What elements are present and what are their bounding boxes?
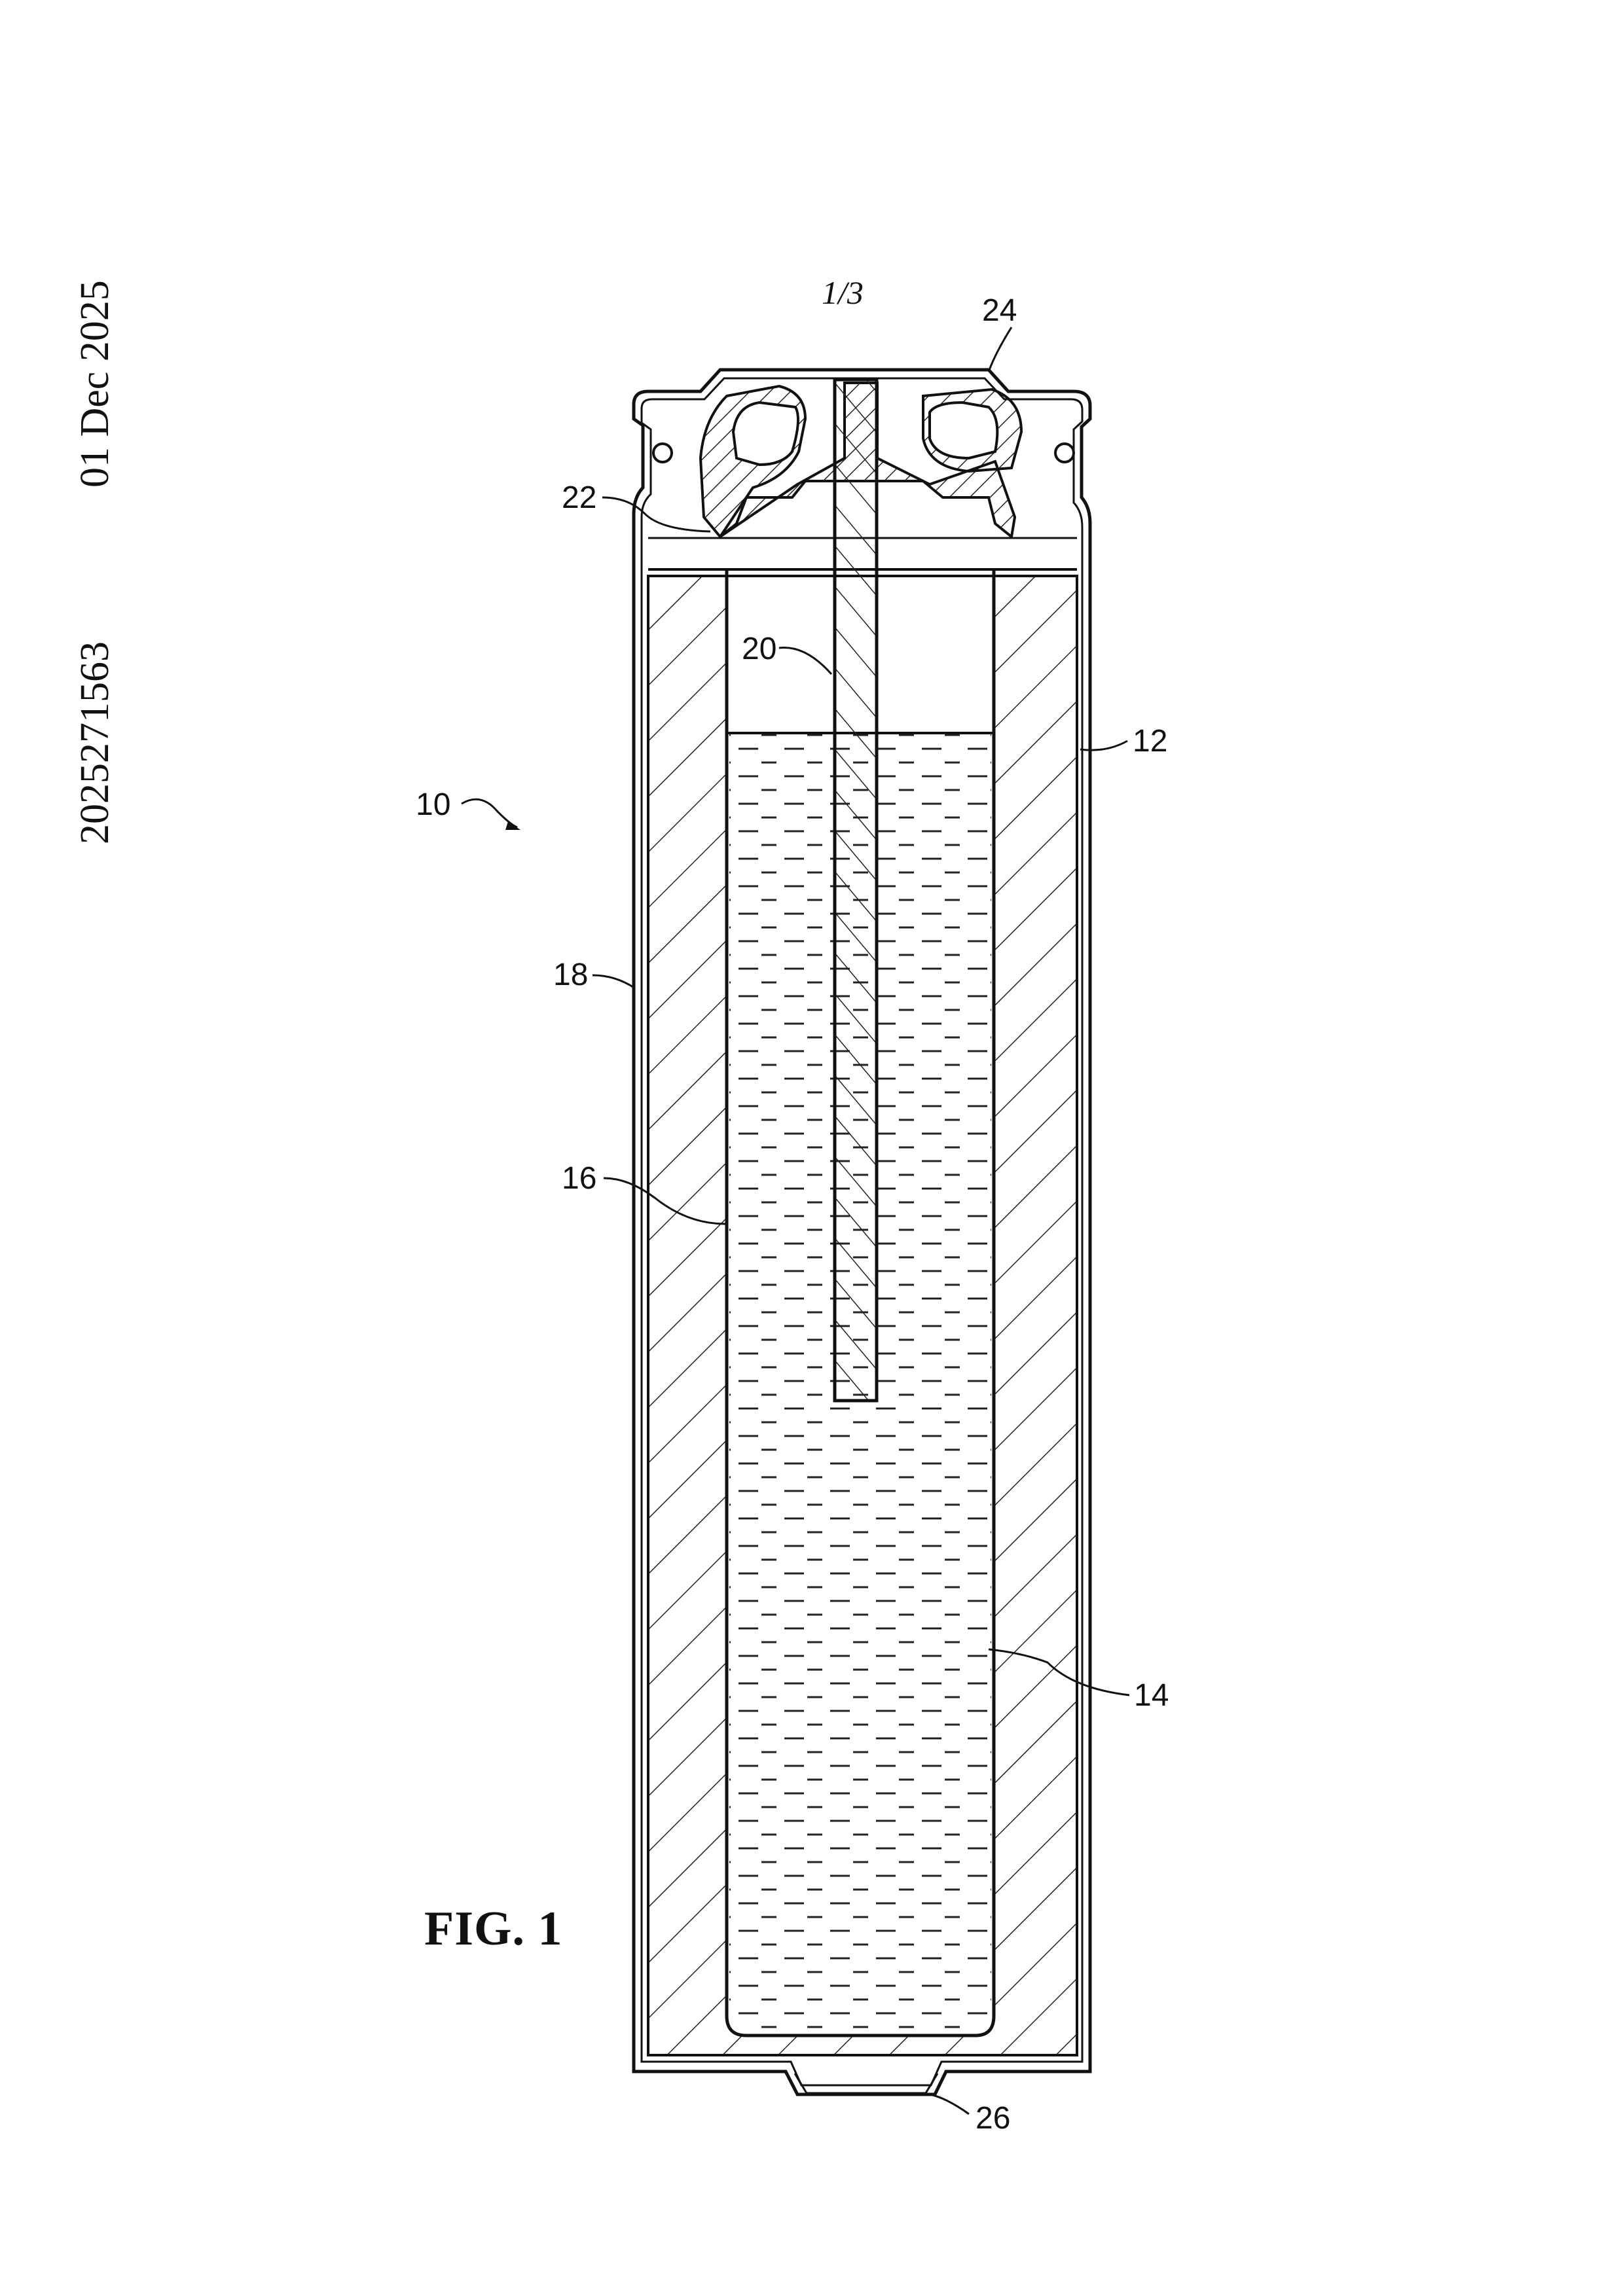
reference-numeral-16: 16: [562, 1161, 596, 1196]
current-collector-rod: [835, 380, 877, 1401]
gasket-cavity-right: [930, 403, 997, 458]
bottom-cover: [795, 2073, 938, 2093]
leader-12: [1080, 741, 1127, 750]
crimp-bead-left: [653, 444, 672, 462]
reference-numeral-18: 18: [553, 958, 588, 992]
gasket-cavity-left: [733, 403, 798, 465]
reference-numeral-10: 10: [416, 787, 450, 822]
leader-18: [593, 975, 635, 988]
reference-numeral-22: 22: [562, 480, 596, 515]
reference-numeral-14: 14: [1134, 1678, 1169, 1713]
reference-numeral-20: 20: [742, 632, 776, 666]
leader-24: [989, 327, 1012, 372]
leader-20: [779, 648, 831, 675]
crimp-bead-right: [1055, 444, 1074, 462]
reference-numeral-12: 12: [1133, 724, 1167, 759]
leader-10-arrow: [505, 821, 520, 830]
reference-numeral-26: 26: [976, 2101, 1010, 2136]
leader-22: [602, 497, 710, 531]
leader-26: [930, 2094, 969, 2114]
reference-numeral-24: 24: [982, 293, 1017, 328]
